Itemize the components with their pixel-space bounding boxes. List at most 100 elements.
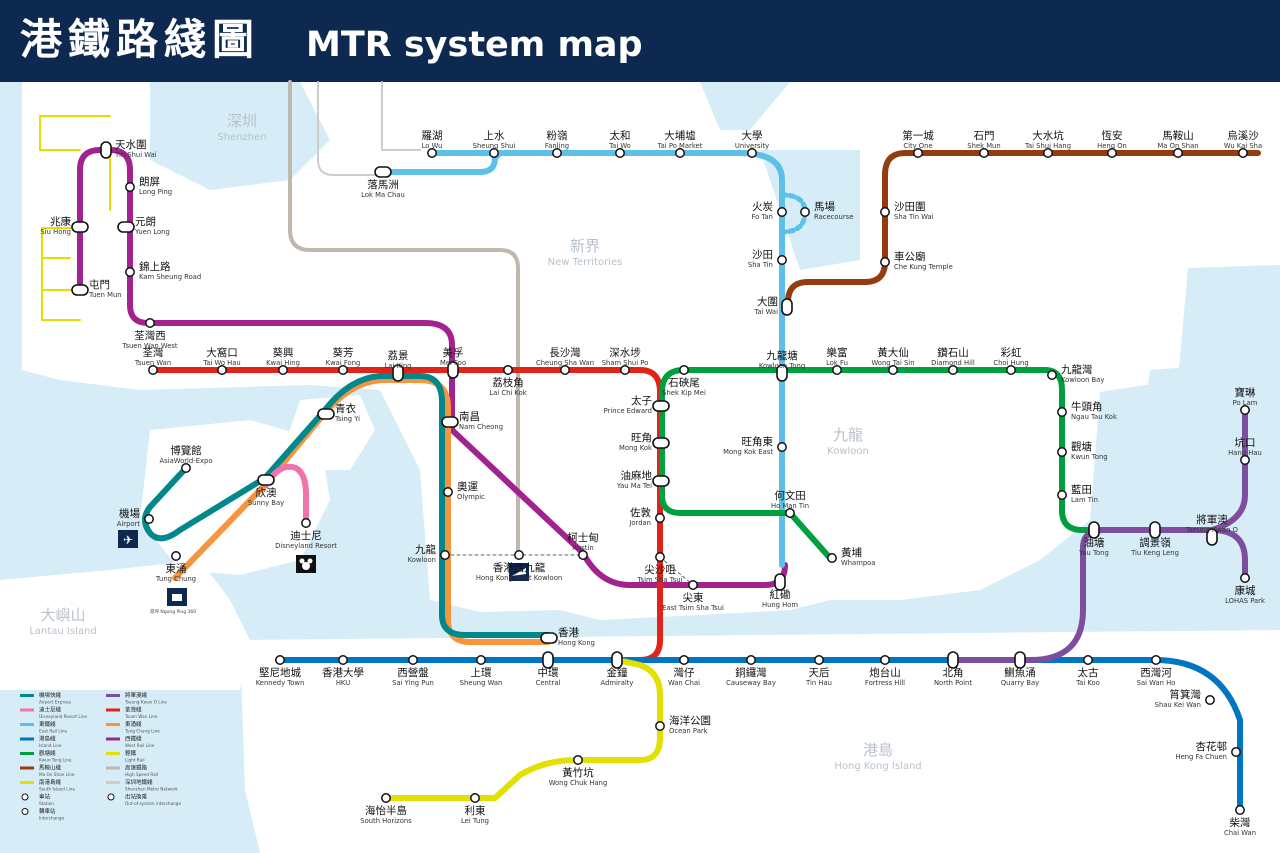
- interchange-marker[interactable]: [100, 141, 112, 159]
- station-lok-fu[interactable]: [832, 365, 842, 375]
- station-marker[interactable]: [278, 365, 288, 375]
- station-lai-king[interactable]: [392, 364, 404, 382]
- station-marker[interactable]: [181, 463, 191, 473]
- station-cheung-sha-wan[interactable]: [560, 365, 570, 375]
- station-heng-on[interactable]: [1107, 148, 1117, 158]
- station-marker[interactable]: [503, 365, 513, 375]
- interchange-marker[interactable]: [652, 437, 670, 449]
- shenzhen-metro-line[interactable]: [317, 81, 421, 176]
- station-tuen-mun[interactable]: [71, 284, 89, 296]
- station-kowloon-bay[interactable]: [1047, 370, 1057, 380]
- interchange-marker[interactable]: [542, 651, 554, 669]
- station-marker[interactable]: [1231, 747, 1241, 757]
- station-marker[interactable]: [338, 655, 348, 665]
- station-mong-kok[interactable]: [652, 437, 670, 449]
- station-marker[interactable]: [552, 148, 562, 158]
- station-marker[interactable]: [1057, 407, 1067, 417]
- station-causeway-bay[interactable]: [746, 655, 756, 665]
- interchange-marker[interactable]: [117, 221, 135, 233]
- station-tin-shui-wai[interactable]: [100, 141, 112, 159]
- station-marker[interactable]: [443, 487, 453, 497]
- interchange-marker[interactable]: [781, 298, 793, 316]
- station-tsuen-wan-west[interactable]: [145, 318, 155, 328]
- station-kwai-hing[interactable]: [278, 365, 288, 375]
- station-quarry-bay[interactable]: [1014, 651, 1026, 669]
- station-city-one[interactable]: [913, 148, 923, 158]
- light-rail-network[interactable]: [39, 115, 111, 321]
- interchange-marker[interactable]: [652, 475, 670, 487]
- station-marker[interactable]: [217, 365, 227, 375]
- station-marker[interactable]: [979, 148, 989, 158]
- station-marker[interactable]: [888, 365, 898, 375]
- station-sheung-wan[interactable]: [476, 655, 486, 665]
- station-diamond-hill[interactable]: [948, 365, 958, 375]
- station-che-kung-temple[interactable]: [880, 257, 890, 267]
- interchange-marker[interactable]: [1149, 521, 1161, 539]
- station-disneyland-resort[interactable]: [301, 518, 311, 528]
- station-tung-chung[interactable]: [171, 551, 181, 561]
- interchange-marker[interactable]: [1088, 521, 1100, 539]
- station-nam-cheong[interactable]: [441, 416, 459, 428]
- station-yau-ma-tei[interactable]: [652, 475, 670, 487]
- station-siu-hong[interactable]: [71, 221, 89, 233]
- station-kam-sheung-road[interactable]: [125, 267, 135, 277]
- high-speed-rail-line[interactable]: [288, 80, 520, 557]
- station-marker[interactable]: [338, 365, 348, 375]
- interchange-marker[interactable]: [317, 408, 335, 420]
- station-tai-wo[interactable]: [615, 148, 625, 158]
- station-mong-kok-east[interactable]: [777, 442, 787, 452]
- station-austin[interactable]: [578, 550, 588, 560]
- station-lok-ma-chau[interactable]: [374, 166, 392, 178]
- station-marker[interactable]: [785, 508, 795, 518]
- station-marker[interactable]: [1083, 655, 1093, 665]
- station-marker[interactable]: [1043, 148, 1053, 158]
- station-yuen-long[interactable]: [117, 221, 135, 233]
- interchange-marker[interactable]: [71, 221, 89, 233]
- station-marker[interactable]: [440, 550, 450, 560]
- tseung-kwan-o-line[interactable]: [952, 407, 1248, 663]
- station-marker[interactable]: [827, 553, 837, 563]
- station-marker[interactable]: [560, 365, 570, 375]
- station-south-horizons[interactable]: [381, 793, 391, 803]
- station-po-lam[interactable]: [1240, 405, 1250, 415]
- station-marker[interactable]: [620, 365, 630, 375]
- station-yau-tong[interactable]: [1088, 521, 1100, 539]
- station-lohas-park[interactable]: [1240, 573, 1250, 583]
- east-rail-line[interactable]: [380, 150, 785, 568]
- station-whampoa[interactable]: [827, 553, 837, 563]
- station-marker[interactable]: [427, 148, 437, 158]
- station-hku[interactable]: [338, 655, 348, 665]
- station-tsim-sha-tsui[interactable]: [655, 552, 665, 562]
- station-marker[interactable]: [1107, 148, 1117, 158]
- station-ngau-tau-kok[interactable]: [1057, 407, 1067, 417]
- station-tai-po-market[interactable]: [675, 148, 685, 158]
- interchange-marker[interactable]: [71, 284, 89, 296]
- station-marker[interactable]: [489, 148, 499, 158]
- station-marker[interactable]: [476, 655, 486, 665]
- station-marker[interactable]: [747, 148, 757, 158]
- station-marker[interactable]: [381, 793, 391, 803]
- station-marker[interactable]: [777, 442, 787, 452]
- station-sai-ying-pun[interactable]: [408, 655, 418, 665]
- station-marker[interactable]: [655, 721, 665, 731]
- interchange-marker[interactable]: [374, 166, 392, 178]
- station-admiralty[interactable]: [611, 651, 623, 669]
- station-fo-tan[interactable]: [777, 207, 787, 217]
- station-kwun-tong[interactable]: [1057, 447, 1067, 457]
- station-marker[interactable]: [1238, 148, 1248, 158]
- station-tai-wo-hau[interactable]: [217, 365, 227, 375]
- station-marker[interactable]: [1235, 805, 1245, 815]
- station-jordan[interactable]: [655, 513, 665, 523]
- station-marker[interactable]: [125, 182, 135, 192]
- station-heng-fa-chuen[interactable]: [1231, 747, 1241, 757]
- station-ho-man-tin[interactable]: [785, 508, 795, 518]
- station-marker[interactable]: [1151, 655, 1161, 665]
- station-marker[interactable]: [1047, 370, 1057, 380]
- station-marker[interactable]: [171, 551, 181, 561]
- station-sha-tin-wai[interactable]: [880, 207, 890, 217]
- airport-express-line[interactable]: [142, 373, 551, 638]
- station-marker[interactable]: [880, 207, 890, 217]
- station-marker[interactable]: [301, 518, 311, 528]
- interchange-marker[interactable]: [540, 632, 558, 644]
